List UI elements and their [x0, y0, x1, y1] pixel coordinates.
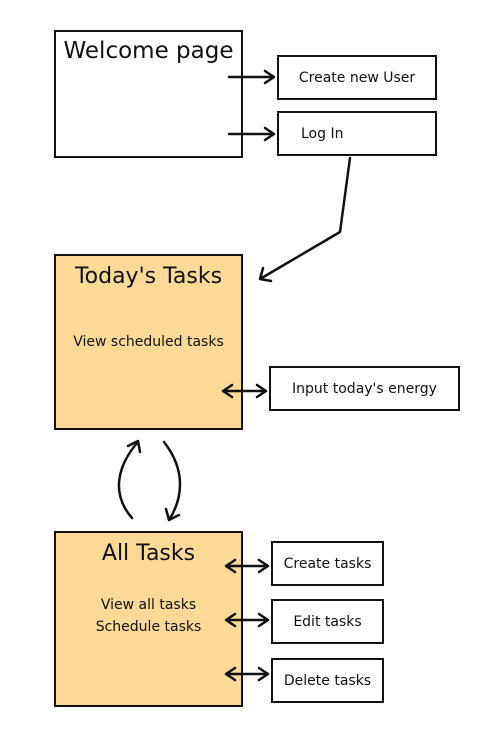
delete-tasks-button[interactable]: Delete tasks: [271, 658, 384, 703]
welcome-page-box: Welcome page: [54, 30, 243, 158]
create-tasks-button[interactable]: Create tasks: [271, 541, 384, 586]
arrow-all-tasks-to-delete: [224, 666, 270, 682]
todays-tasks-box: Today's Tasks View scheduled tasks: [54, 254, 243, 430]
arrow-all-tasks-to-create: [224, 558, 270, 574]
arrow-all-tasks-to-todays-tasks: [117, 439, 142, 520]
todays-tasks-title: Today's Tasks: [74, 264, 223, 289]
arrow-welcome-to-login: [227, 126, 276, 142]
edit-tasks-button[interactable]: Edit tasks: [271, 599, 384, 644]
input-todays-energy-button[interactable]: Input today's energy: [269, 366, 460, 411]
arrow-todays-tasks-to-all-tasks: [162, 440, 182, 522]
arrow-login-to-todays-tasks: [258, 156, 352, 283]
view-scheduled-tasks-label: View scheduled tasks: [73, 334, 224, 350]
arrow-welcome-to-create-user: [227, 69, 276, 85]
welcome-page-title: Welcome page: [63, 38, 234, 64]
arrow-todays-tasks-to-energy: [221, 383, 268, 399]
schedule-tasks-label: Schedule tasks: [95, 619, 202, 635]
view-all-tasks-label: View all tasks: [100, 597, 197, 613]
create-new-user-button[interactable]: Create new User: [277, 55, 437, 100]
all-tasks-title: All Tasks: [101, 541, 196, 566]
log-in-button[interactable]: Log In: [277, 111, 437, 156]
arrow-all-tasks-to-edit: [224, 612, 270, 628]
